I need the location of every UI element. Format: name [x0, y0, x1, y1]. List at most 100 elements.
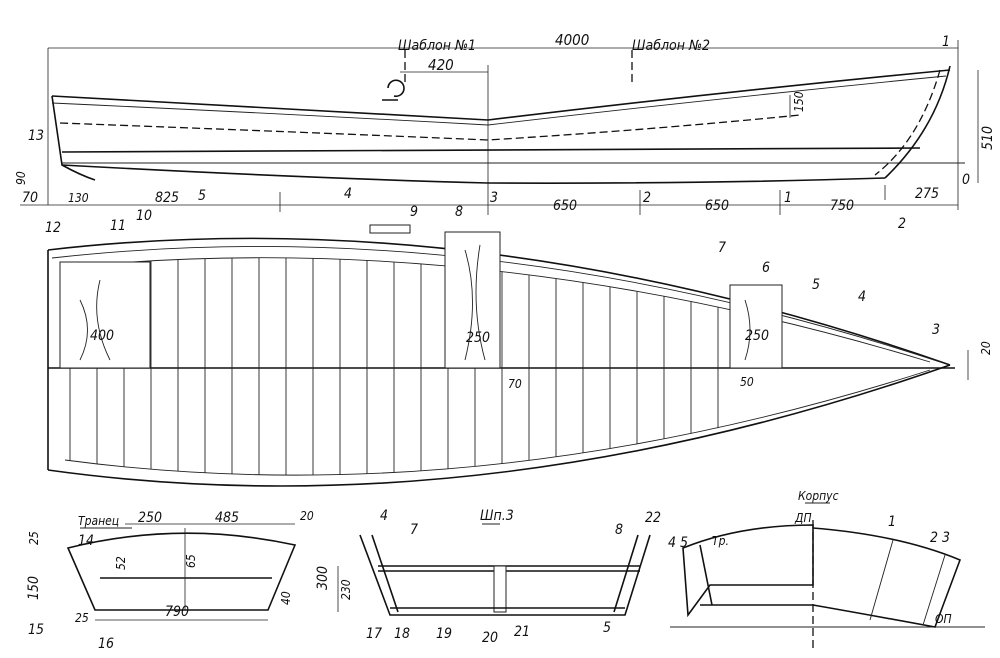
station-1: 1 — [784, 190, 792, 206]
oarlock-pad — [369, 224, 411, 234]
dim-70: 70 — [22, 190, 38, 206]
part-4: 4 — [858, 289, 866, 305]
station-section-lines — [869, 539, 946, 626]
part-9: 9 — [410, 204, 418, 220]
frame-part-20: 20 — [482, 630, 498, 646]
frame-3-title: Шп.3 — [480, 508, 514, 524]
dim-20-transom: 20 — [300, 509, 314, 523]
part-2: 2 — [898, 216, 906, 232]
transom-section-inner — [699, 544, 813, 606]
stem-inner-line — [874, 69, 941, 176]
dim-50: 50 — [740, 375, 754, 389]
dim-400: 400 — [90, 328, 114, 344]
dim-90: 90 — [14, 171, 28, 185]
frame-part-7: 7 — [410, 522, 418, 538]
station-4: 4 — [344, 186, 352, 202]
transom-profile — [51, 95, 96, 181]
body-plan-view: Корпус ДП 4 5 Тр. 1 2 3 ОП — [668, 489, 985, 650]
part-6: 6 — [762, 260, 770, 276]
dim-150: 150 — [792, 91, 806, 112]
station-3: 3 — [490, 190, 498, 206]
part-1: 1 — [942, 34, 950, 50]
sheer-strake — [51, 75, 947, 126]
frame-part-18: 18 — [394, 626, 410, 642]
transom-station-label: Тр. — [712, 534, 729, 548]
dim-250b: 250 — [745, 328, 769, 344]
keel-line — [61, 164, 886, 184]
dim-130: 130 — [68, 191, 89, 205]
part-14: 14 — [78, 533, 94, 549]
transom-title: Транец — [78, 514, 119, 528]
frame-part-21: 21 — [514, 624, 530, 640]
frame-part-8: 8 — [615, 522, 623, 538]
zero-label: 0 — [962, 172, 970, 188]
op-label: ОП — [935, 612, 952, 626]
dim-65: 65 — [184, 554, 198, 568]
dim-25b: 25 — [75, 611, 89, 625]
dim-485: 485 — [215, 510, 239, 526]
sheer-line — [51, 69, 951, 121]
dim-750: 750 — [830, 198, 854, 214]
frame-part-17: 17 — [366, 626, 382, 642]
seat-riser-line — [59, 114, 801, 141]
frame-part-4: 4 — [380, 508, 388, 524]
part-11: 11 — [110, 218, 126, 234]
dim-650a: 650 — [553, 198, 577, 214]
template-2-label: Шаблон №2 — [632, 38, 710, 54]
part-3: 3 — [932, 322, 940, 338]
dim-650b: 650 — [705, 198, 729, 214]
part-16: 16 — [98, 636, 114, 652]
part-12: 12 — [45, 220, 61, 236]
chine-plan-inner — [64, 369, 931, 476]
lifting-hook-icon — [382, 79, 405, 101]
part-7: 7 — [718, 240, 726, 256]
chine-line — [61, 147, 921, 153]
frame-part-19: 19 — [436, 626, 452, 642]
template-1-label: Шаблон №1 — [398, 38, 476, 54]
part-5: 5 — [812, 277, 820, 293]
frame-sides — [371, 534, 639, 613]
dim-510: 510 — [980, 126, 996, 150]
plan-view: 7 6 5 4 3 20 400 250 250 70 50 — [47, 224, 993, 487]
station-2: 2 — [643, 190, 651, 206]
dim-20: 20 — [979, 341, 993, 355]
stem-line — [884, 65, 951, 179]
dim-150-transom: 150 — [26, 576, 42, 600]
dim-40: 40 — [279, 591, 293, 605]
aft-seat — [59, 261, 151, 369]
length-dim: 4000 — [555, 31, 589, 49]
transom-view: Транец 14 250 485 20 25 52 65 300 150 40… — [26, 509, 331, 652]
frame-part-22: 22 — [645, 510, 661, 526]
template-markers — [404, 50, 633, 85]
frame-outline — [359, 534, 651, 616]
chine-plan-outer — [47, 364, 951, 487]
dim-790: 790 — [165, 604, 189, 620]
frame-3-view: Шп.3 230 4 7 8 22 17 18 19 20 21 5 — [337, 508, 661, 646]
fwd-seat — [729, 284, 783, 369]
stations-4-5: 4 5 — [668, 535, 688, 551]
dim-825: 825 — [155, 190, 179, 206]
dim-250-transom: 250 — [138, 510, 162, 526]
part-13: 13 — [28, 128, 44, 144]
dim-25: 25 — [27, 531, 41, 545]
station-5: 5 — [198, 188, 206, 204]
side-view: Шаблон №1 4000 Шаблон №2 420 150 510 90 … — [14, 31, 996, 236]
dim-52: 52 — [114, 556, 128, 570]
dp-label: ДП — [794, 511, 812, 525]
stations-2-3: 2 3 — [930, 530, 950, 546]
dim-275: 275 — [915, 186, 939, 202]
bow-sections — [812, 527, 962, 628]
dim-300: 300 — [315, 566, 331, 590]
wood-grain — [79, 244, 751, 361]
body-plan-title: Корпус — [798, 489, 839, 503]
part-15: 15 — [28, 622, 44, 638]
station-1-body: 1 — [888, 514, 896, 530]
dim-250a: 250 — [466, 330, 490, 346]
dim-420: 420 — [428, 56, 454, 74]
part-8: 8 — [455, 204, 463, 220]
part-10: 10 — [136, 208, 152, 224]
pillar-21 — [493, 565, 507, 613]
dim-70-plan: 70 — [508, 377, 522, 391]
